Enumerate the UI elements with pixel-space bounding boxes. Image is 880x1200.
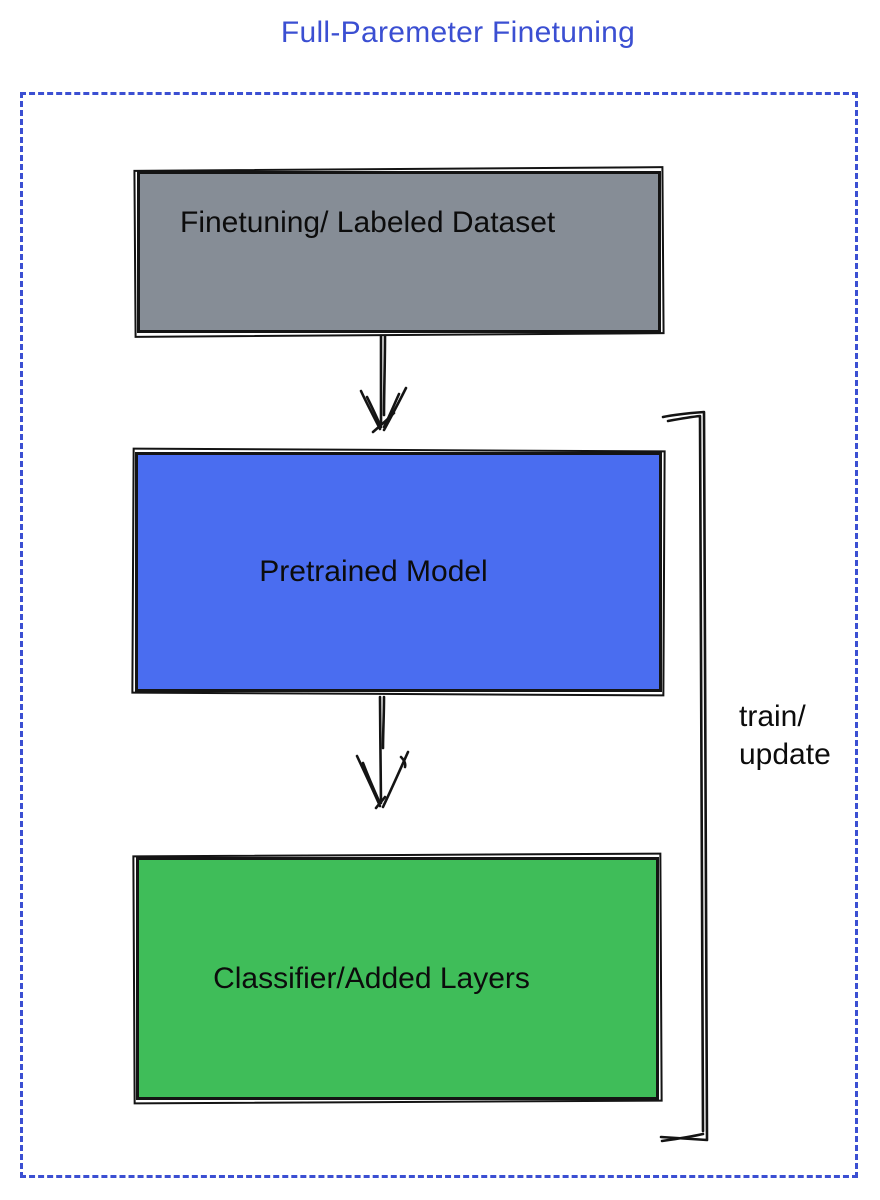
diagram-title: Full-Paremeter Finetuning xyxy=(280,16,636,49)
train-update-label-line1: train/ xyxy=(739,700,806,733)
box-pretrained-model: Pretrained Model xyxy=(135,452,662,692)
box-classifier-added-layers: Classifier/Added Layers xyxy=(136,857,659,1100)
box-finetuning-dataset: Finetuning/ Labeled Dataset xyxy=(137,171,661,333)
box-pretrained-model-label: Pretrained Model xyxy=(259,555,488,588)
box-classifier-added-layers-label: Classifier/Added Layers xyxy=(213,961,530,995)
dashed-boundary xyxy=(20,92,858,1178)
train-update-label-line2: update xyxy=(739,738,831,771)
train-update-label: train/ update xyxy=(739,698,831,774)
box-finetuning-dataset-label: Finetuning/ Labeled Dataset xyxy=(180,206,556,239)
